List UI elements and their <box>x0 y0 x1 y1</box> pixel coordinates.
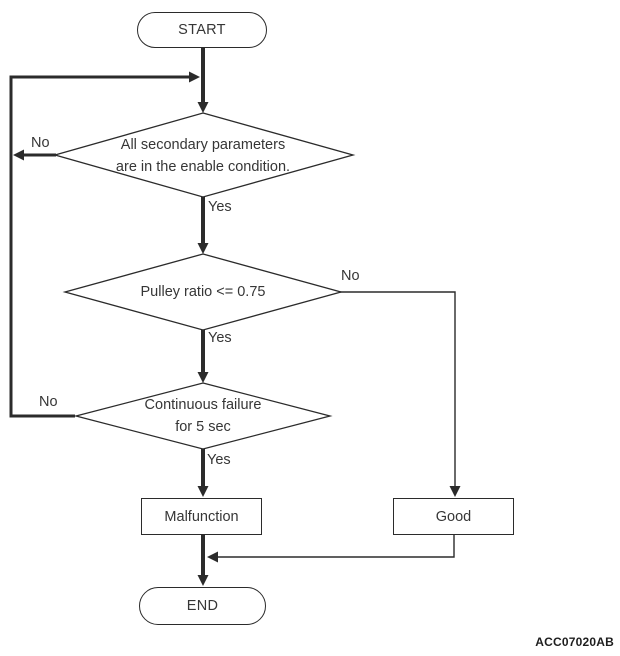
start-label: START <box>178 22 226 38</box>
edge-label-decision3-yes: Yes <box>207 452 231 468</box>
connector-decision2-no-to-good <box>340 291 456 488</box>
arrowhead-into-malfunction <box>197 486 209 497</box>
arrowhead-into-decision1 <box>197 102 209 113</box>
edge-label-decision1-no: No <box>31 135 50 151</box>
start-node: START <box>137 12 267 48</box>
arrowhead-into-decision3 <box>197 372 209 383</box>
arrowhead-decision1-no <box>13 149 24 161</box>
edge-label-decision2-yes: Yes <box>208 330 232 346</box>
good-label: Good <box>435 508 472 525</box>
connector-no-return-rail <box>9 75 191 418</box>
decision-pulley-ratio-label: Pulley ratio <= 0.75 <box>140 284 266 300</box>
edge-label-decision2-no: No <box>341 268 360 284</box>
end-node: END <box>139 587 266 625</box>
decision-pulley-ratio-shape <box>62 253 344 331</box>
connector-good-to-merge <box>216 535 455 558</box>
end-label: END <box>186 598 219 614</box>
arrowhead-merge-into-main <box>207 551 218 563</box>
decision-continuous-failure-label: Continuous failure for 5 sec <box>144 397 262 435</box>
decision-secondary-parameters-shape <box>52 112 356 198</box>
decision-continuous-failure-shape <box>73 382 333 450</box>
malfunction-label: Malfunction <box>164 508 239 525</box>
arrowhead-return-to-main <box>189 71 200 83</box>
good-box: Good <box>393 498 514 535</box>
arrowhead-into-decision2 <box>197 243 209 254</box>
malfunction-box: Malfunction <box>141 498 262 535</box>
decision-secondary-parameters-label: All secondary parameters are in the enab… <box>115 137 291 175</box>
edge-label-decision1-yes: Yes <box>208 199 232 215</box>
arrowhead-into-good <box>449 486 461 497</box>
arrowhead-into-end <box>197 575 209 586</box>
edge-label-decision3-no: No <box>39 394 58 410</box>
figure-code: ACC07020AB <box>535 635 614 649</box>
